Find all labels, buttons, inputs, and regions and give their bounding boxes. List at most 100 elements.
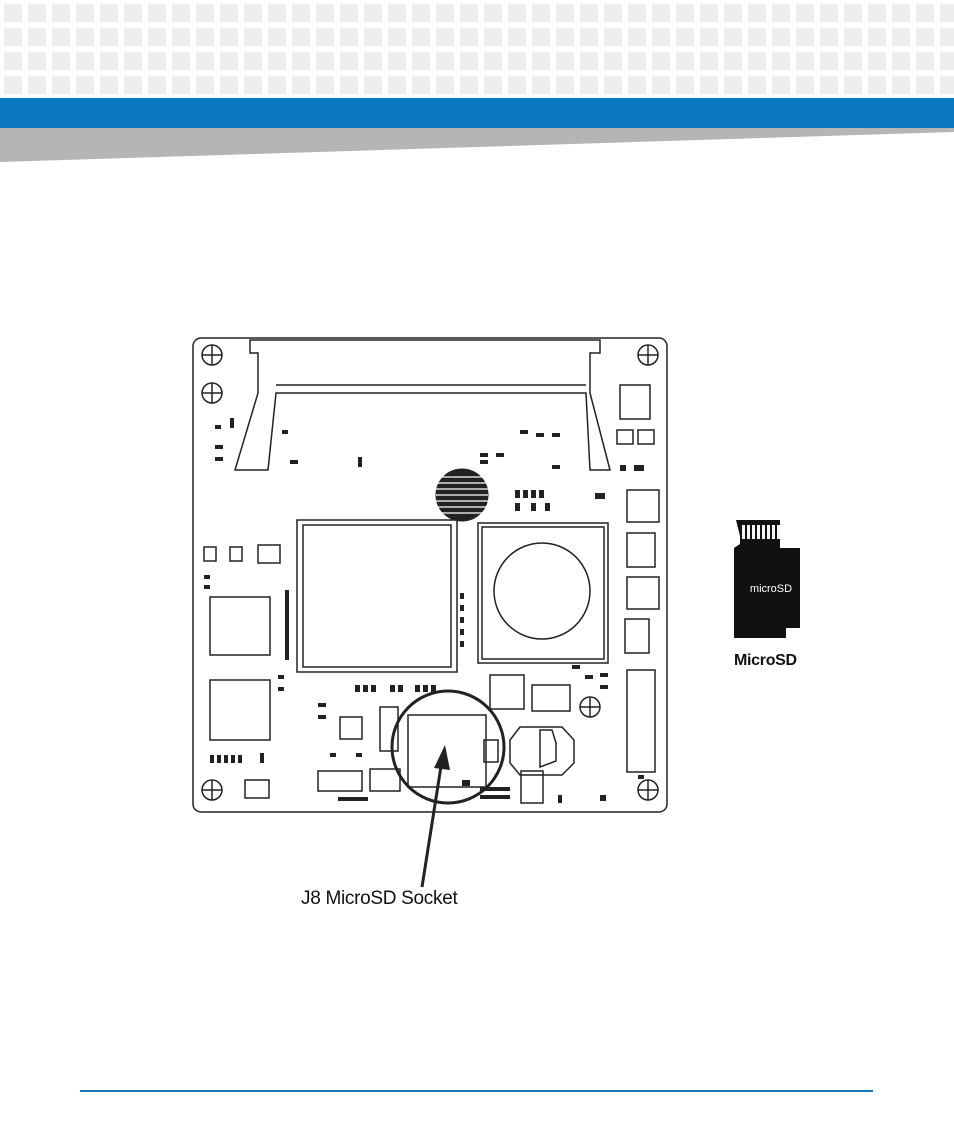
- header-pattern-square: [124, 4, 142, 22]
- header-pattern-square: [772, 76, 790, 94]
- header-pattern-square: [292, 52, 310, 70]
- header-pattern-square: [76, 52, 94, 70]
- header-pattern-square: [412, 76, 430, 94]
- header-pattern-square: [28, 4, 46, 22]
- header-pattern-square: [4, 28, 22, 46]
- header-pattern-square: [724, 76, 742, 94]
- header-pattern-square: [508, 52, 526, 70]
- header-pattern-square: [508, 76, 526, 94]
- header-pattern-square: [220, 76, 238, 94]
- heatsink: [436, 469, 488, 521]
- header-pattern-square: [268, 76, 286, 94]
- processor: [297, 520, 457, 672]
- header-pattern-square: [124, 52, 142, 70]
- header-pattern-square: [412, 52, 430, 70]
- header-pattern-square: [148, 28, 166, 46]
- header-pattern-square: [340, 52, 358, 70]
- header-pattern-square: [940, 76, 954, 94]
- header-pattern-square: [364, 52, 382, 70]
- header-pattern-square: [604, 52, 622, 70]
- header-pattern-square: [436, 76, 454, 94]
- header-pattern-square: [628, 52, 646, 70]
- header-pattern-square: [484, 28, 502, 46]
- header-pattern-square: [460, 4, 478, 22]
- header-pattern-square: [820, 76, 838, 94]
- header-pattern-square: [316, 4, 334, 22]
- header-pattern-square: [52, 28, 70, 46]
- header-pattern-square: [940, 4, 954, 22]
- microsd-card-text: microSD: [750, 583, 792, 595]
- header-pattern-square: [676, 28, 694, 46]
- header-band: [0, 98, 954, 128]
- header-pattern-square: [316, 28, 334, 46]
- header-pattern-square: [580, 28, 598, 46]
- header-pattern-square: [532, 4, 550, 22]
- header-pattern-square: [196, 28, 214, 46]
- header-pattern-square: [76, 76, 94, 94]
- header-pattern-square: [100, 76, 118, 94]
- header-pattern-square: [316, 76, 334, 94]
- header-pattern-square: [844, 4, 862, 22]
- header-pattern-square: [916, 52, 934, 70]
- header-pattern-square: [772, 28, 790, 46]
- header-pattern-square: [4, 4, 22, 22]
- header-pattern-square: [748, 76, 766, 94]
- header-pattern-square: [292, 28, 310, 46]
- board-diagram: [190, 335, 670, 815]
- header-pattern-square: [556, 28, 574, 46]
- header-pattern-square: [580, 76, 598, 94]
- header-pattern-square: [76, 28, 94, 46]
- header-pattern-square: [172, 76, 190, 94]
- microsd-socket: [408, 715, 486, 787]
- header-pattern-square: [940, 52, 954, 70]
- header-pattern-square: [244, 52, 262, 70]
- mounting-hole-icon: [638, 780, 658, 800]
- header-pattern-square: [28, 28, 46, 46]
- header-pattern-square: [556, 52, 574, 70]
- mounting-hole-icon: [638, 345, 658, 365]
- socket-highlight-circle: [392, 691, 504, 803]
- header-pattern-square: [220, 4, 238, 22]
- header-pattern-square: [676, 76, 694, 94]
- header-pattern-square: [724, 52, 742, 70]
- header-pattern-square: [460, 76, 478, 94]
- header-pattern-square: [580, 52, 598, 70]
- header-pattern-square: [100, 52, 118, 70]
- header-pattern-square: [796, 76, 814, 94]
- header-pattern-square: [148, 76, 166, 94]
- header-pattern-square: [172, 52, 190, 70]
- header-pattern-square: [604, 4, 622, 22]
- header-pattern-square: [436, 28, 454, 46]
- header-pattern-square: [148, 4, 166, 22]
- header-pattern-square: [484, 76, 502, 94]
- header-pattern-square: [868, 4, 886, 22]
- header-pattern-square: [892, 28, 910, 46]
- header-pattern-square: [748, 28, 766, 46]
- header-pattern-square: [364, 76, 382, 94]
- header-pattern-square: [820, 4, 838, 22]
- header-pattern-square: [868, 76, 886, 94]
- header-pattern-square: [364, 4, 382, 22]
- header-pattern-square: [196, 52, 214, 70]
- header-pattern-square: [436, 52, 454, 70]
- header-pattern-square: [700, 52, 718, 70]
- header-pattern-square: [652, 52, 670, 70]
- header-pattern-square: [172, 4, 190, 22]
- header-pattern-square: [388, 52, 406, 70]
- header-pattern-square: [412, 28, 430, 46]
- header-pattern-square: [28, 52, 46, 70]
- header-pattern-square: [340, 76, 358, 94]
- header-pattern-square: [820, 52, 838, 70]
- board-outline: [193, 338, 667, 812]
- header-pattern-square: [916, 76, 934, 94]
- header-pattern-square: [268, 4, 286, 22]
- microsd-caption: MicroSD: [734, 652, 797, 670]
- header-pattern-square: [724, 4, 742, 22]
- header-pattern-square: [124, 28, 142, 46]
- header-pattern-square: [388, 28, 406, 46]
- header-pattern-square: [532, 76, 550, 94]
- header-pattern-square: [388, 76, 406, 94]
- header-pattern-square: [556, 76, 574, 94]
- header-pattern-square: [628, 4, 646, 22]
- header-pattern-square: [676, 52, 694, 70]
